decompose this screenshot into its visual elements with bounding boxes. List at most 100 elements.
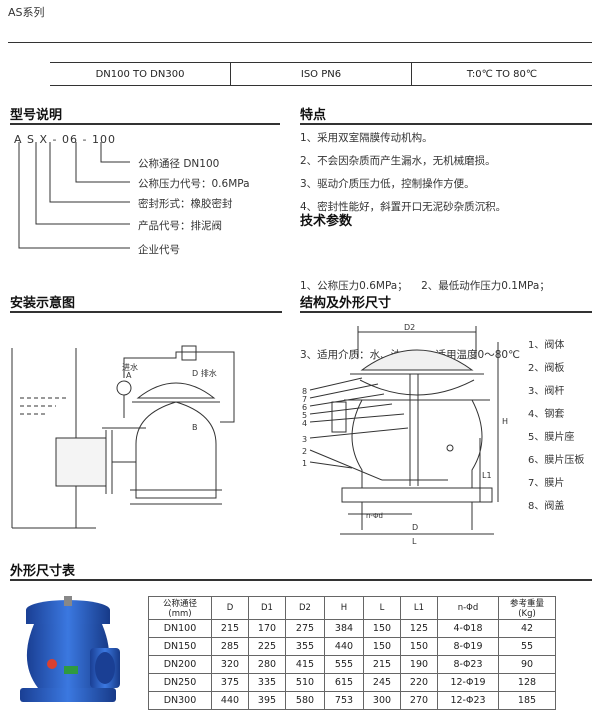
structure-title-underline xyxy=(300,311,592,313)
cell-l1: 220 xyxy=(400,673,438,692)
model-code-diagram xyxy=(18,142,130,249)
cell-h: 753 xyxy=(324,691,364,710)
feature-item: 1、采用双室隔膜传动机构。 xyxy=(300,132,433,144)
structure-section-title: 结构及外形尺寸 xyxy=(300,296,392,311)
tech-section-title: 技术参数 xyxy=(300,214,353,229)
col-header: D1 xyxy=(248,596,286,620)
part-item: 2、阀板 xyxy=(528,363,565,374)
cell-d2: 580 xyxy=(285,691,325,710)
table-row: DN300 440 395 580 753 300 270 12-Φ23 185 xyxy=(148,691,556,710)
top-divider xyxy=(8,42,592,43)
cell-size: DN100 xyxy=(148,619,212,638)
series-title: AS系列 xyxy=(8,6,45,19)
table-row: DN100 215 170 275 384 150 125 4-Φ18 42 xyxy=(148,619,556,638)
spec-row: DN100 TO DN300 ISO PN6 T:0℃ TO 80℃ xyxy=(50,62,592,86)
cell-l1: 270 xyxy=(400,691,438,710)
callout-7: 7 xyxy=(302,395,307,404)
part-item: 6、膜片压板 xyxy=(528,455,585,466)
col-header: H xyxy=(324,596,364,620)
cell-l: 150 xyxy=(363,619,401,638)
cell-bolts: 12-Φ19 xyxy=(437,673,499,692)
dim-n-phi-d: n-Φd xyxy=(366,512,383,520)
table-row: DN150 285 225 355 440 150 150 8-Φ19 55 xyxy=(148,637,556,656)
col-header: L xyxy=(363,596,401,620)
cell-weight: 55 xyxy=(498,637,556,656)
model-title-underline xyxy=(10,123,280,125)
col-header: n-Φd xyxy=(437,596,499,620)
cell-d1: 225 xyxy=(248,637,286,656)
tech-row: 1、公称压力0.6MPa； 2、最低动作压力0.1MPa； xyxy=(300,280,550,292)
table-row: DN200 320 280 415 555 215 190 8-Φ23 90 xyxy=(148,655,556,674)
cell-d1: 280 xyxy=(248,655,286,674)
callout-4: 4 xyxy=(302,419,307,428)
cell-bolts: 12-Φ23 xyxy=(437,691,499,710)
cell-bolts: 8-Φ19 xyxy=(437,637,499,656)
callout-8: 8 xyxy=(302,387,307,396)
feature-item: 2、不会因杂质而产生漏水，无机械磨损。 xyxy=(300,155,496,167)
cell-weight: 128 xyxy=(498,673,556,692)
cell-l: 215 xyxy=(363,655,401,674)
model-section-title: 型号说明 xyxy=(10,108,63,123)
part-item: 3、阀杆 xyxy=(528,386,565,397)
part-item: 5、膜片座 xyxy=(528,432,575,443)
tech-params: 1、公称压力0.6MPa； 2、最低动作压力0.1MPa； 3、适用介质：水、油… xyxy=(300,229,550,390)
cell-size: DN250 xyxy=(148,673,212,692)
table-row: DN250 375 335 510 615 245 220 12-Φ19 128 xyxy=(148,673,556,692)
cell-l1: 150 xyxy=(400,637,438,656)
dims-title-underline xyxy=(10,579,592,581)
cell-h: 615 xyxy=(324,673,364,692)
callout-3: 3 xyxy=(302,435,307,444)
install-label-inlet: 进水 xyxy=(122,362,138,372)
cell-size: DN300 xyxy=(148,691,212,710)
cell-weight: 42 xyxy=(498,619,556,638)
cell-d: 285 xyxy=(211,637,249,656)
parts-list: 1、阀体 2、阀板 3、阀杆 4、钢套 5、膜片座 6、膜片压板 7、膜片 8、… xyxy=(528,334,584,518)
cell-d2: 510 xyxy=(285,673,325,692)
features-list: 1、采用双室隔膜传动机构。 2、不会因杂质而产生漏水，无机械磨损。 3、驱动介质… xyxy=(300,127,506,219)
cell-d: 215 xyxy=(211,619,249,638)
part-item: 7、膜片 xyxy=(528,478,565,489)
spec-temperature: T:0℃ TO 80℃ xyxy=(466,68,538,80)
cell-d2: 415 xyxy=(285,655,325,674)
features-title-underline xyxy=(300,123,592,125)
cell-d1: 395 xyxy=(248,691,286,710)
cell-d2: 275 xyxy=(285,619,325,638)
spec-pressure: ISO PN6 xyxy=(231,63,412,85)
features-section-title: 特点 xyxy=(300,108,327,123)
cell-l: 300 xyxy=(363,691,401,710)
install-label-outlet: D 排水 xyxy=(192,368,217,378)
install-label-b: B xyxy=(192,423,198,432)
cell-h: 555 xyxy=(324,655,364,674)
cell-size: DN150 xyxy=(148,637,212,656)
dim-l1: L1 xyxy=(482,471,492,480)
cell-l: 150 xyxy=(363,637,401,656)
callout-2: 2 xyxy=(302,447,307,456)
col-header: L1 xyxy=(400,596,438,620)
structure-diagram: D2 H L1 L D n-Φd 8 7 6 5 4 3 2 1 xyxy=(302,323,508,546)
model-item-seal: 密封形式：橡胶密封 xyxy=(138,198,233,210)
cell-l: 245 xyxy=(363,673,401,692)
dim-l: L xyxy=(412,537,417,546)
dim-d2: D2 xyxy=(404,323,415,332)
install-diagram: 进水 A D 排水 B xyxy=(11,345,235,529)
part-item: 1、阀体 xyxy=(528,340,565,351)
col-header: D2 xyxy=(285,596,325,620)
col-header: 公称通径 (mm) xyxy=(148,596,212,620)
model-item-pressure: 公称压力代号：0.6MPa xyxy=(138,178,250,190)
install-title-underline xyxy=(10,311,282,313)
part-item: 4、钢套 xyxy=(528,409,565,420)
install-label-inlet-sub: A xyxy=(126,371,132,380)
callout-5: 5 xyxy=(302,411,307,420)
model-item-size: 公称通径 DN100 xyxy=(138,158,220,170)
callout-6: 6 xyxy=(302,403,307,412)
feature-item: 4、密封性能好，斜置开口无泥砂杂质沉积。 xyxy=(300,201,507,213)
cell-d2: 355 xyxy=(285,637,325,656)
cell-d: 320 xyxy=(211,655,249,674)
cell-bolts: 8-Φ23 xyxy=(437,655,499,674)
part-item: 8、阀盖 xyxy=(528,501,565,512)
spec-size: DN100 TO DN300 xyxy=(50,63,231,85)
dim-d: D xyxy=(412,523,418,532)
cell-d: 440 xyxy=(211,691,249,710)
cell-bolts: 4-Φ18 xyxy=(437,619,499,638)
cell-h: 384 xyxy=(324,619,364,638)
